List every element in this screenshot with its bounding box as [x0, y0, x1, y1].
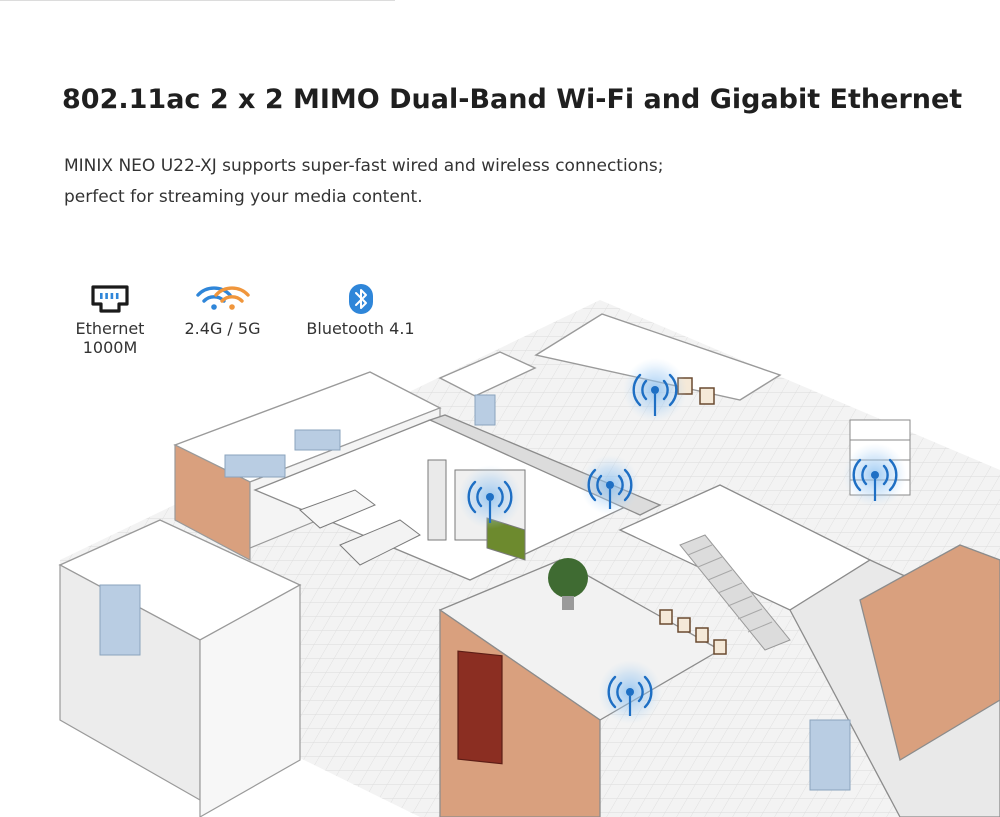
page-title: 802.11ac 2 x 2 MIMO Dual-Band Wi-Fi and …: [62, 84, 963, 115]
bluetooth-icon: [298, 284, 423, 314]
feature-bluetooth: Bluetooth 4.1: [298, 284, 423, 338]
intro-line-2: perfect for streaming your media content…: [64, 187, 423, 207]
wifi-dual-band-icon: [175, 284, 270, 314]
feature-wifi-label: 2.4G / 5G: [184, 319, 261, 338]
feature-ethernet-speed: 1000M: [82, 338, 138, 357]
intro-text: MINIX NEO U22-XJ supports super-fast wir…: [64, 151, 784, 213]
signal-markers: [458, 358, 907, 724]
feature-bluetooth-label: Bluetooth 4.1: [306, 319, 415, 338]
ethernet-port-icon: [70, 284, 150, 314]
feature-wifi: 2.4G / 5G: [175, 284, 270, 338]
feature-ethernet-label: Ethernet: [75, 319, 145, 338]
intro-line-1: MINIX NEO U22-XJ supports super-fast wir…: [64, 156, 664, 176]
top-divider: [0, 0, 395, 1]
feature-ethernet: Ethernet 1000M: [70, 284, 150, 357]
